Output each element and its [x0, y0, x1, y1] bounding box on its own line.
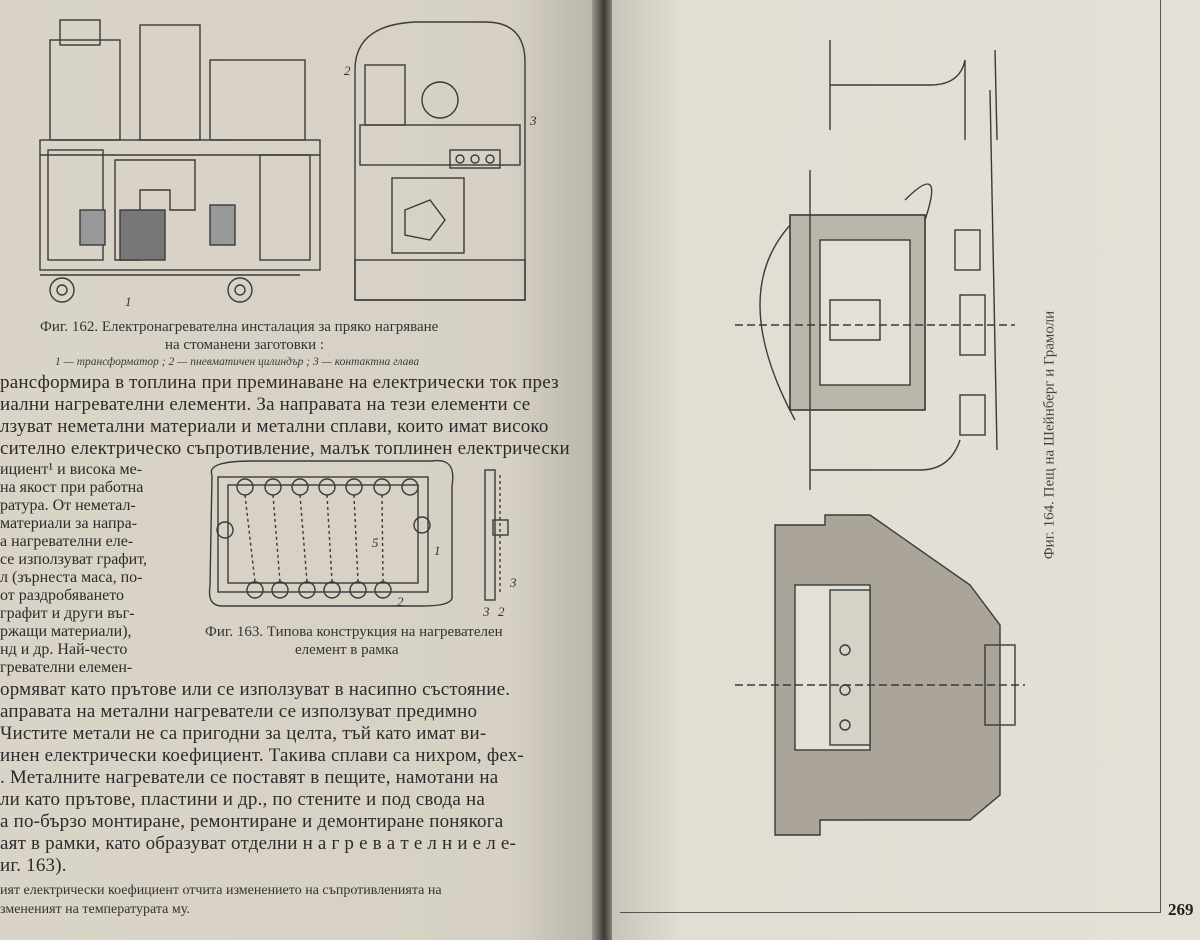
fig163-heating-element-drawing: 5 1 2 3 3 2: [208, 459, 517, 619]
fig162-label-1: 1: [125, 294, 132, 309]
fig164-caption: Фиг. 164. Пещ на Шейнберг и Грамоли: [1041, 310, 1058, 560]
text-line: Чистите метали не са пригодни за целта, …: [0, 723, 487, 744]
fig162-label-2: 2: [344, 63, 351, 78]
fig163-label-1: 1: [434, 543, 441, 558]
fig163-label-5: 5: [372, 535, 379, 550]
text-line: нд и др. Най-често: [0, 641, 128, 658]
fig164-furnace-drawing: [735, 40, 1025, 836]
text-line: материали за напра-: [0, 515, 138, 532]
text-line: ициент¹ и висока ме-: [0, 461, 143, 478]
text-line: ржащи материали),: [0, 623, 132, 640]
text-line: л (зърнеста маса, по-: [0, 569, 143, 586]
text-line: от раздробяването: [0, 587, 125, 604]
text-line: ли като прътове, пластини и др., по стен…: [0, 789, 485, 810]
text-line: . Металните нагреватели се поставят в пе…: [0, 767, 499, 788]
text-line: аят в рамки, като образуват отделни н а …: [0, 833, 517, 854]
text-line: лзуват неметални материали и метални спл…: [0, 416, 549, 437]
text-line: се използуват графит,: [0, 551, 148, 568]
right-page-frame: [620, 0, 1161, 913]
text-line: иг. 163).: [0, 855, 67, 876]
text-line: ратура. От неметал-: [0, 497, 136, 514]
fig163-caption-line2: елемент в рамка: [295, 642, 399, 658]
text-line: рансформира в топлина при преминаване на…: [0, 372, 559, 393]
fig162-installation-drawing: 2 3 1: [39, 19, 537, 309]
text-line: сително електрическо съпротивление, малъ…: [0, 438, 570, 459]
fig163-side-label-3: 3: [482, 604, 490, 619]
text-line: аправата на метални нагреватели се изпол…: [0, 701, 478, 722]
text-line: графит и други въг-: [0, 605, 135, 622]
text-line: а по-бързо монтиране, ремонтиране и демо…: [0, 811, 504, 832]
text-line: ормяват като прътове или се използуват в…: [0, 679, 511, 700]
text-line: иални нагревателни елементи. За направат…: [0, 394, 531, 415]
text-line: инен електрически коефициент. Такива спл…: [0, 745, 524, 766]
page-number: 269: [1168, 900, 1194, 919]
fig162-legend: 1 — трансформатор ; 2 — пневматичен цили…: [55, 356, 420, 368]
fig162-label-3: 3: [529, 113, 537, 128]
fig163-side-label-2: 2: [498, 604, 505, 619]
text-line: а нагревателни еле-: [0, 533, 134, 550]
fig162-caption-line1: Фиг. 162. Електронагревателна инсталация…: [40, 319, 439, 335]
fig163-label-3: 3: [509, 575, 517, 590]
text-line: гревателни елемен-: [0, 659, 133, 676]
footnote-line: змененият на температурата му.: [0, 902, 190, 917]
fig162-caption-line2: на стоманени заготовки :: [165, 337, 325, 353]
fig163-caption-line1: Фиг. 163. Типова конструкция на нагреват…: [205, 624, 503, 640]
footnote-line: ият електрически коефициент отчита измен…: [0, 883, 442, 898]
text-line: на якост при работна: [0, 479, 144, 496]
left-page: [0, 0, 598, 940]
fig163-label-2: 2: [397, 594, 404, 609]
